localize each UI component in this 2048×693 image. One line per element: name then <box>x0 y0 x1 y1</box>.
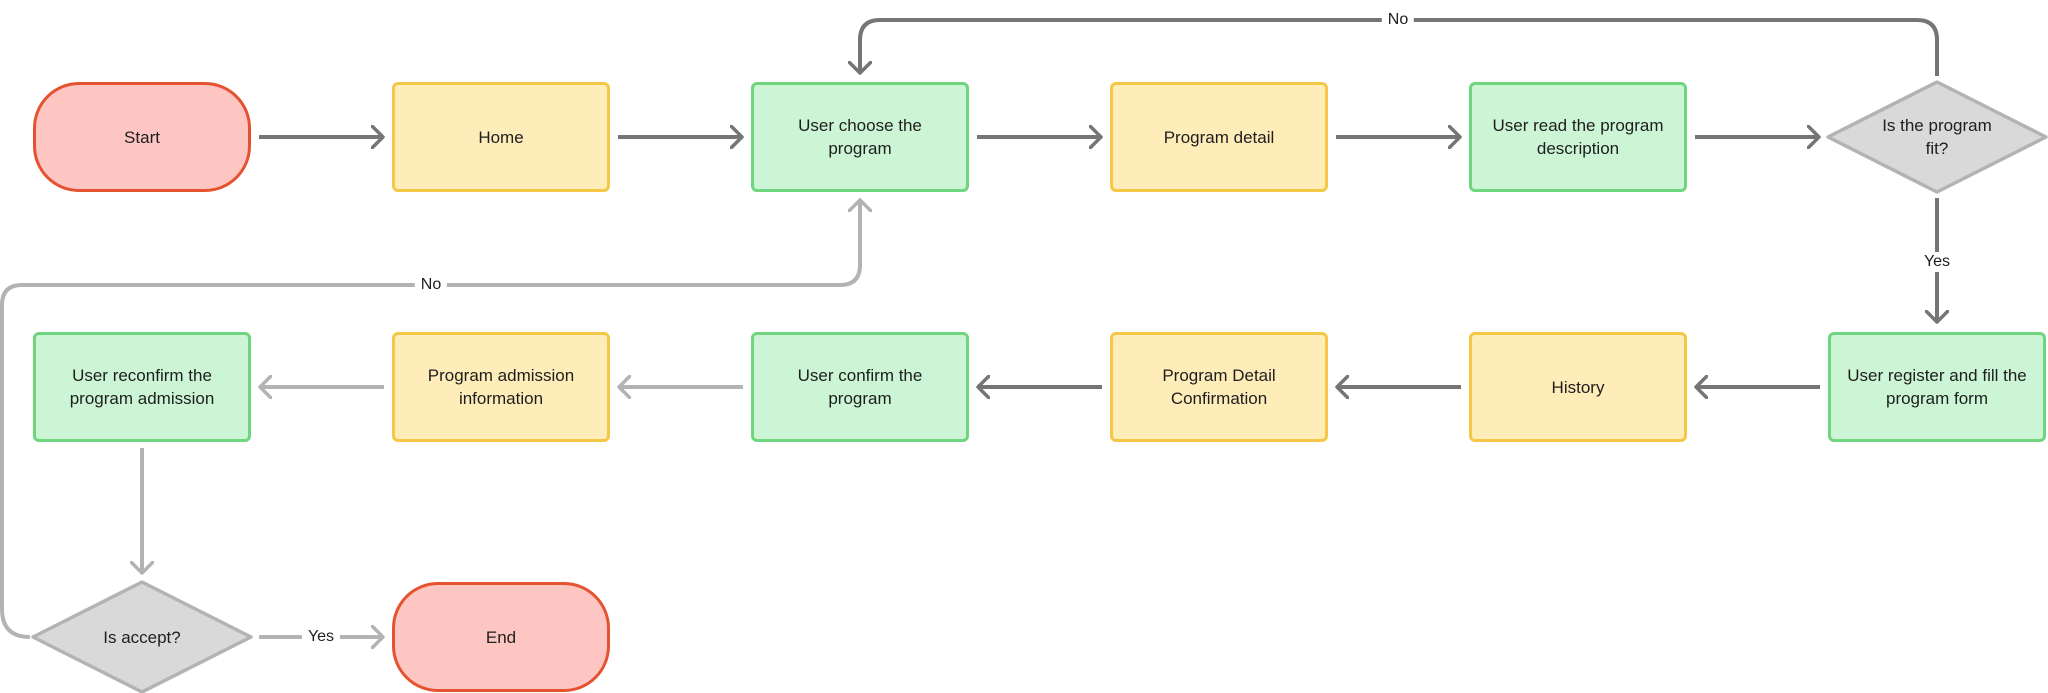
is-accept-decision-label[interactable]: Is accept? <box>103 627 181 647</box>
history-node[interactable]: History <box>1469 332 1687 442</box>
fit-no-label: No <box>1381 10 1415 30</box>
accept-no-label: No <box>414 275 448 295</box>
admission-information-node[interactable]: Program admission information <box>392 332 610 442</box>
program-fit-decision-label[interactable]: Is the program fit? <box>1882 116 1992 158</box>
reconfirm-admission-node[interactable]: User reconfirm the program admission <box>33 332 251 442</box>
accept-yes-label: Yes <box>301 627 341 647</box>
start-node[interactable]: Start <box>33 82 251 192</box>
connector-accept-no-loop <box>0 200 860 639</box>
fit-yes-label: Yes <box>1917 252 1957 272</box>
program-detail-confirmation-node[interactable]: Program Detail Confirmation <box>1110 332 1328 442</box>
program-detail-node[interactable]: Program detail <box>1110 82 1328 192</box>
read-description-node[interactable]: User read the program description <box>1469 82 1687 192</box>
home-node[interactable]: Home <box>392 82 610 192</box>
register-fill-form-node[interactable]: User register and fill the program form <box>1828 332 2046 442</box>
decision-program-fit-shape <box>1826 80 2048 194</box>
confirm-program-node[interactable]: User confirm the program <box>751 332 969 442</box>
decision-is-accept-shape <box>31 580 253 693</box>
end-node[interactable]: End <box>392 582 610 692</box>
choose-program-node[interactable]: User choose the program <box>751 82 969 192</box>
